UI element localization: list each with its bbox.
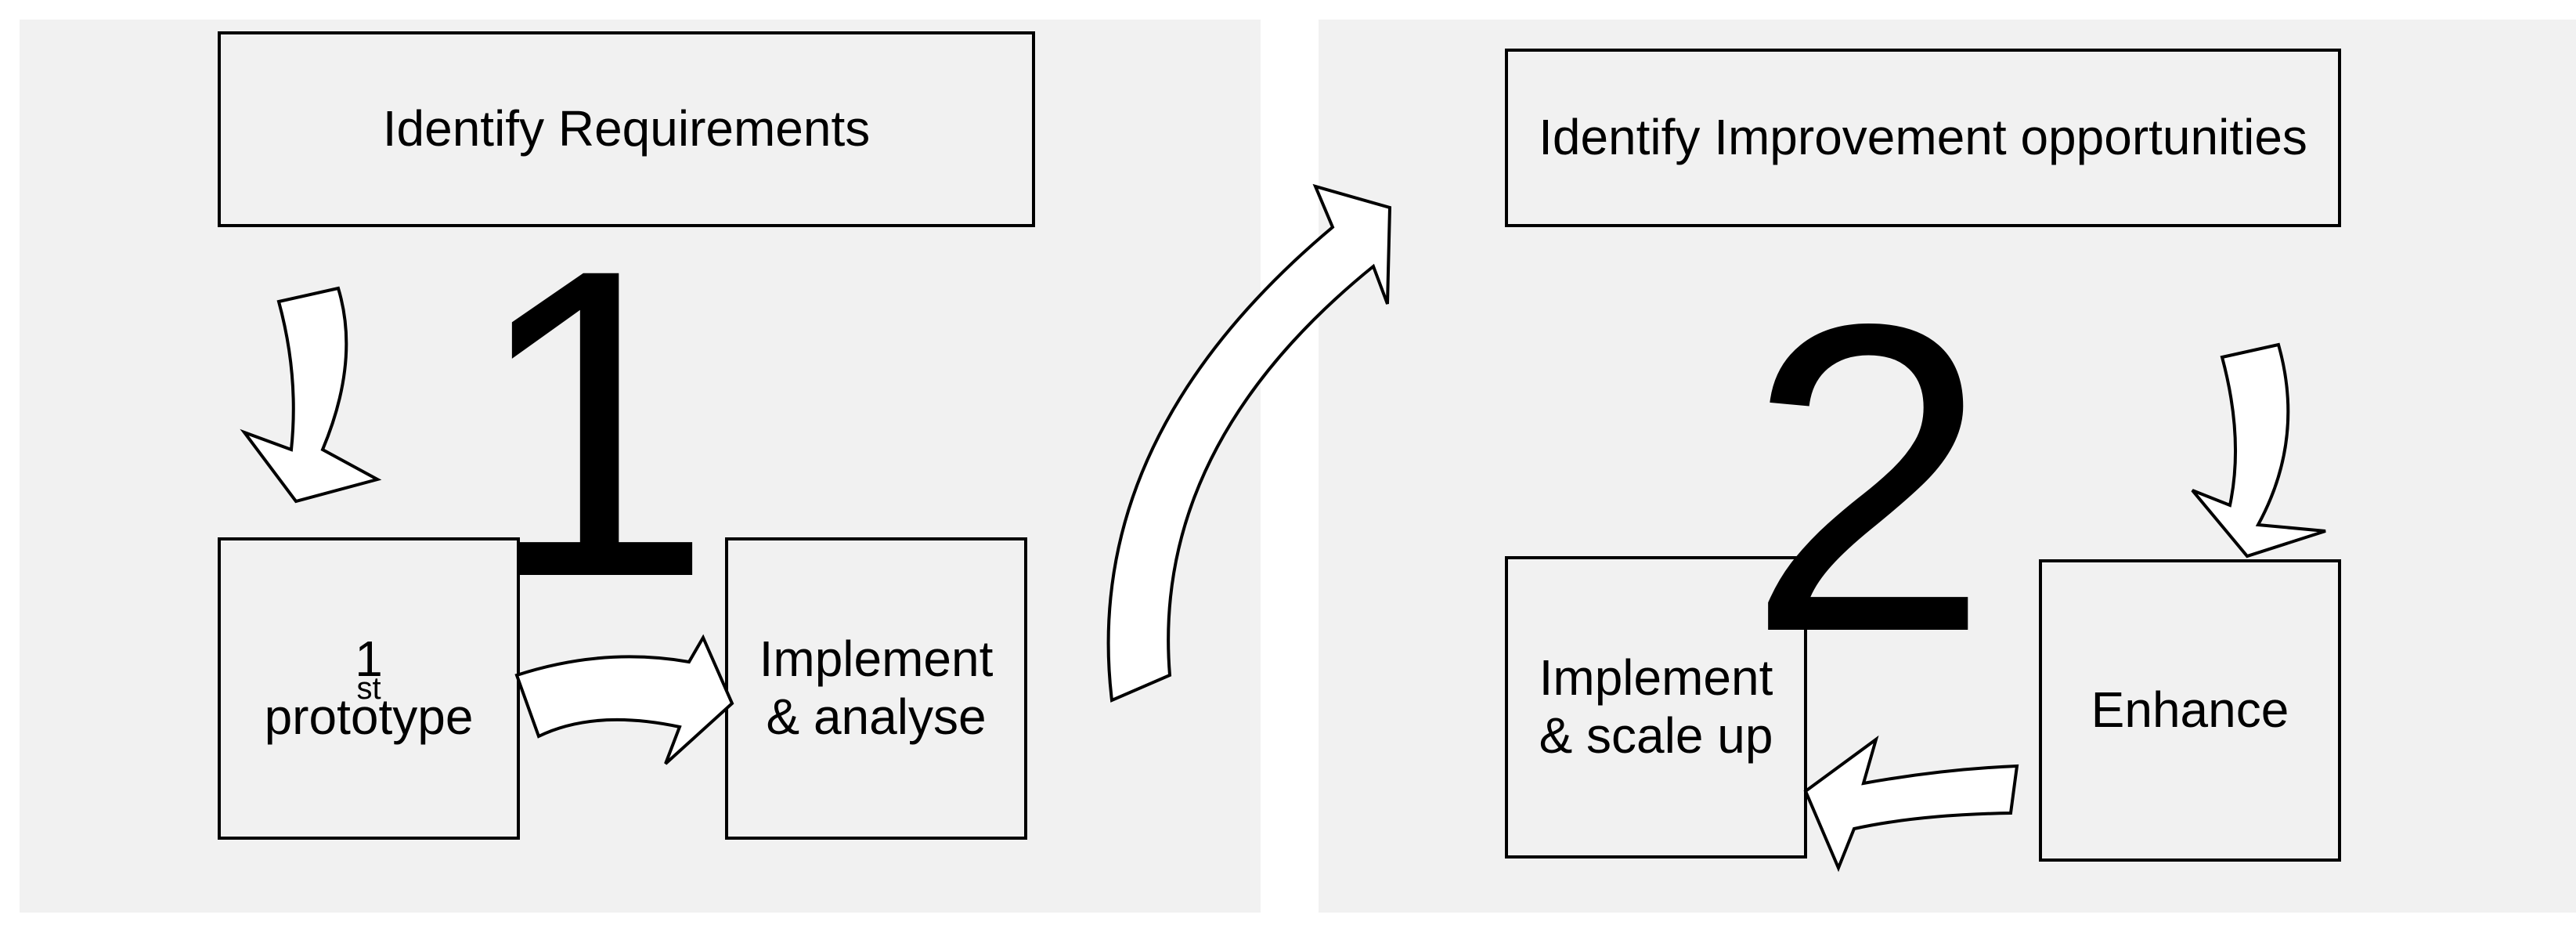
scale-up-text: & scale up xyxy=(1539,707,1773,764)
arrow-requirements-to-prototype xyxy=(240,286,382,504)
arrow-enhance-to-implement xyxy=(1803,735,2019,873)
identify-requirements-label: Identify Requirements xyxy=(382,100,871,157)
identify-requirements-box: Identify Requirements xyxy=(218,31,1035,227)
implement-scale-up-box: Implement & scale up xyxy=(1505,556,1807,859)
first-number: 1 xyxy=(355,631,383,688)
implement-analyse-box: Implement & analyse xyxy=(725,537,1027,840)
arrow-phase1-to-phase2 xyxy=(1106,183,1392,703)
enhance-label: Enhance xyxy=(2091,681,2289,739)
implement-text: Implement xyxy=(759,631,994,688)
enhance-box: Enhance xyxy=(2039,559,2341,862)
prototype-text: prototype xyxy=(264,689,474,745)
implement-analyse-label: Implement & analyse xyxy=(759,631,994,746)
implement-text-2: Implement xyxy=(1539,649,1773,707)
analyse-text: & analyse xyxy=(766,689,987,745)
arrow-improvement-to-enhance xyxy=(2191,342,2326,558)
identify-improvement-label: Identify Improvement opportunities xyxy=(1539,109,2307,166)
identify-improvement-box: Identify Improvement opportunities xyxy=(1505,49,2341,227)
implement-scale-up-label: Implement & scale up xyxy=(1539,649,1773,765)
arrow-prototype-to-implement xyxy=(514,634,734,765)
phase2-number: 2 xyxy=(1746,233,1990,723)
